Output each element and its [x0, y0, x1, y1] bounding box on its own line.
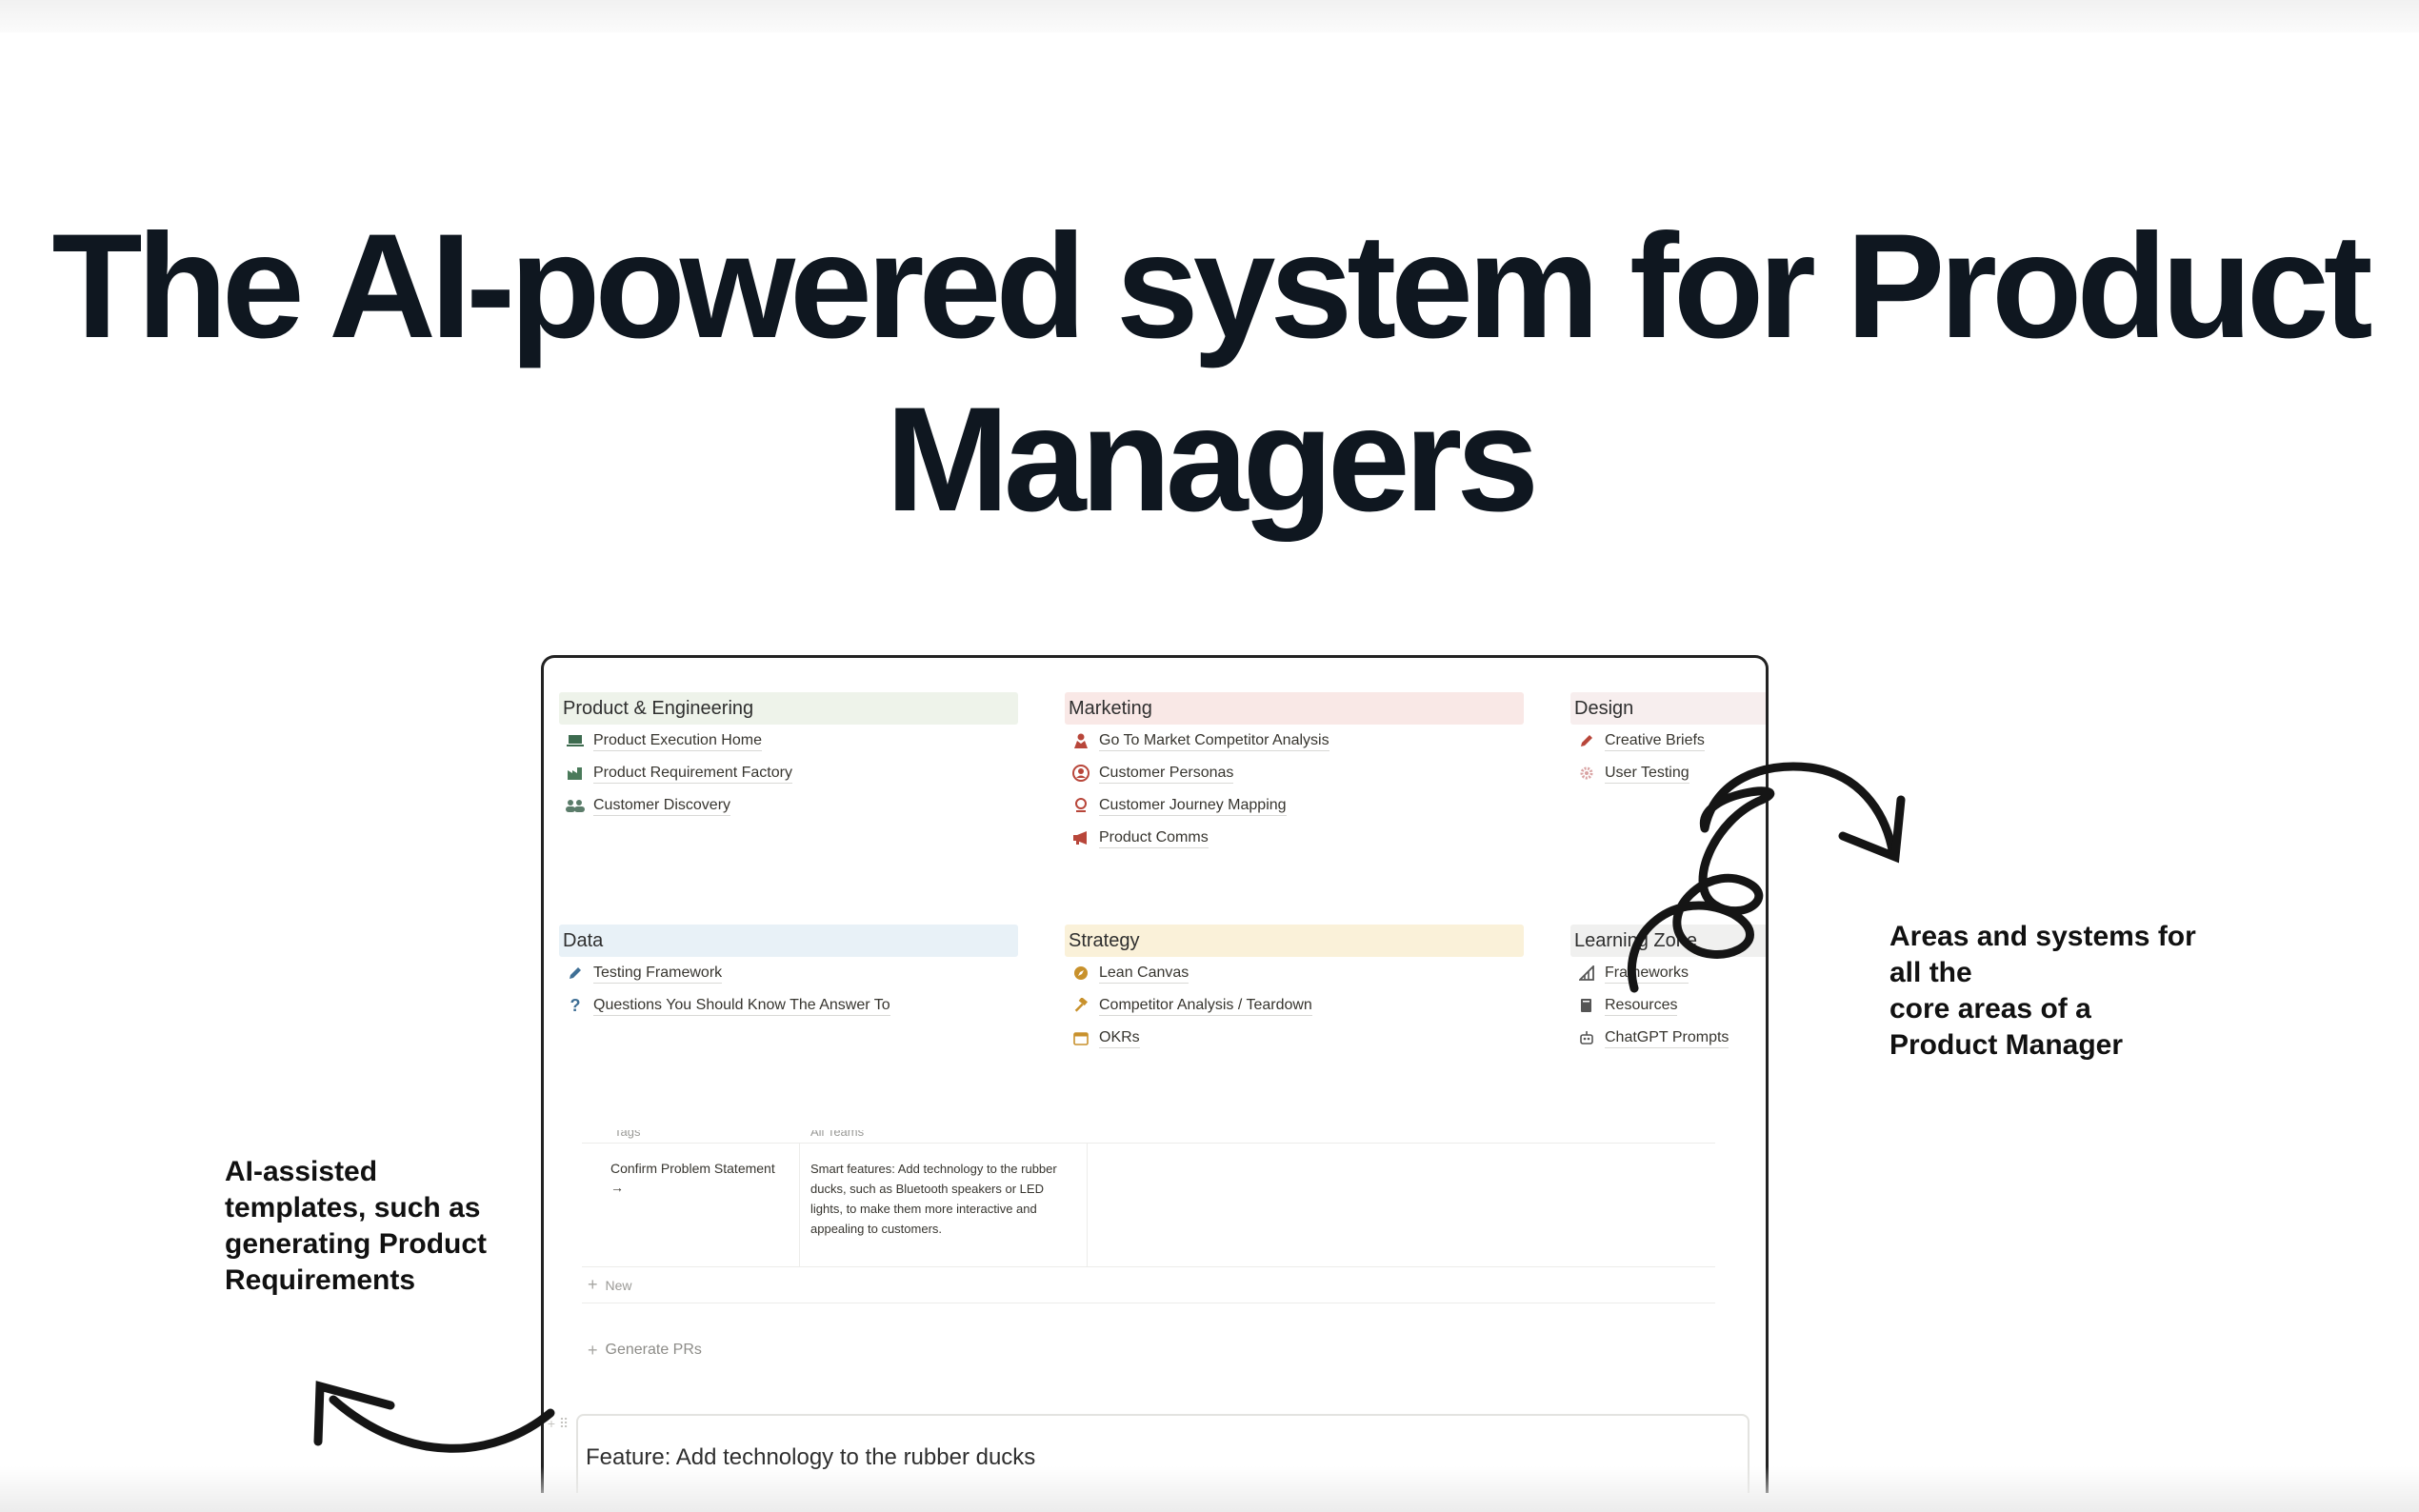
- item-label: ChatGPT Prompts: [1605, 1028, 1729, 1048]
- top-fade: [0, 0, 2419, 32]
- cut-cell: All Teams: [810, 1130, 865, 1139]
- annotation-right: Areas and systems for all the core areas…: [1889, 921, 2196, 1061]
- item-label: Resources: [1605, 996, 1678, 1016]
- section-product-engineering: Product & Engineering Product Execution …: [559, 692, 1018, 822]
- table-row[interactable]: Confirm Problem Statement → Smart featur…: [582, 1144, 1715, 1267]
- curved-arrow-icon: [313, 1381, 555, 1453]
- section-header: Marketing: [1065, 692, 1524, 725]
- user-pin-icon: [1070, 795, 1091, 816]
- item-label: Customer Discovery: [593, 796, 731, 816]
- notion-screenshot-card: Product & Engineering Product Execution …: [541, 655, 1769, 1493]
- list-item-lean-canvas[interactable]: Lean Canvas: [1065, 957, 1524, 989]
- column-divider: [1087, 1144, 1088, 1267]
- robot-icon: [1576, 1027, 1597, 1048]
- section-learning-zone: Learning Zone Frameworks Resources ChatG…: [1570, 925, 1766, 1054]
- item-label: Product Execution Home: [593, 731, 762, 751]
- list-item-frameworks[interactable]: Frameworks: [1570, 957, 1766, 989]
- list-item-resources[interactable]: Resources: [1570, 989, 1766, 1022]
- item-label: Customer Journey Mapping: [1099, 796, 1287, 816]
- section-design: Design Creative Briefs User Testing: [1570, 692, 1766, 789]
- drag-handle-icon[interactable]: + ⠿: [547, 1416, 570, 1431]
- list-item-product-comms[interactable]: Product Comms: [1065, 822, 1524, 854]
- section-header: Strategy: [1065, 925, 1524, 957]
- list-item-chatgpt-prompts[interactable]: ChatGPT Prompts: [1570, 1022, 1766, 1054]
- feature-title: Feature: Add technology to the rubber du…: [586, 1444, 1036, 1470]
- laptop-icon: [565, 730, 586, 751]
- hammer-icon: [1070, 995, 1091, 1016]
- cut-cell: Tags: [614, 1130, 641, 1139]
- row-description: Smart features: Add technology to the ru…: [810, 1162, 1057, 1236]
- item-label: Product Comms: [1099, 828, 1209, 848]
- section-header: Data: [559, 925, 1018, 957]
- factory-icon: [565, 763, 586, 784]
- list-item-product-requirement-factory[interactable]: Product Requirement Factory: [559, 757, 1018, 789]
- section-data: Data Testing Framework ? Questions You S…: [559, 925, 1018, 1022]
- list-item-customer-discovery[interactable]: Customer Discovery: [559, 789, 1018, 822]
- item-label: Competitor Analysis / Teardown: [1099, 996, 1312, 1016]
- hero-title-line1: The AI-powered system for Product: [51, 204, 2372, 369]
- item-label: Creative Briefs: [1605, 731, 1705, 751]
- item-label: Customer Personas: [1099, 764, 1234, 784]
- list-item-competitor-analysis[interactable]: Competitor Analysis / Teardown: [1065, 989, 1524, 1022]
- megaphone-icon: [1070, 827, 1091, 848]
- list-item-go-to-market[interactable]: Go To Market Competitor Analysis: [1065, 725, 1524, 757]
- list-item-user-testing[interactable]: User Testing: [1570, 757, 1766, 789]
- item-label: Testing Framework: [593, 964, 723, 984]
- section-header: Design: [1570, 692, 1766, 725]
- generate-label: Generate PRs: [605, 1342, 702, 1358]
- list-item-customer-journey-mapping[interactable]: Customer Journey Mapping: [1065, 789, 1524, 822]
- section-strategy: Strategy Lean Canvas Competitor Analysis…: [1065, 925, 1524, 1054]
- hero-title: The AI-powered system for Product Manage…: [0, 200, 2419, 547]
- plus-icon: +: [588, 1275, 598, 1294]
- list-item-questions[interactable]: ? Questions You Should Know The Answer T…: [559, 989, 1018, 1022]
- list-item-customer-personas[interactable]: Customer Personas: [1065, 757, 1524, 789]
- item-label: Questions You Should Know The Answer To: [593, 996, 890, 1016]
- chart-icon: [1576, 963, 1597, 984]
- section-marketing: Marketing Go To Market Competitor Analys…: [1065, 692, 1524, 854]
- gear-icon: [1576, 763, 1597, 784]
- list-item-okrs[interactable]: OKRs: [1065, 1022, 1524, 1054]
- compass-icon: [1070, 963, 1091, 984]
- table-row-cut: Tags All Teams: [582, 1130, 1715, 1144]
- row-title-cell[interactable]: Confirm Problem Statement →: [610, 1159, 801, 1197]
- item-label: Frameworks: [1605, 964, 1689, 984]
- open-arrow-icon[interactable]: →: [610, 1180, 624, 1195]
- team-icon: [1070, 730, 1091, 751]
- annotation-left: AI-assisted templates, such as generatin…: [225, 1156, 488, 1296]
- item-label: Go To Market Competitor Analysis: [1099, 731, 1329, 751]
- bottom-fade: [0, 1466, 2419, 1512]
- section-header: Product & Engineering: [559, 692, 1018, 725]
- list-item-product-execution-home[interactable]: Product Execution Home: [559, 725, 1018, 757]
- section-header: Learning Zone: [1570, 925, 1766, 957]
- question-icon: ?: [570, 996, 581, 1015]
- new-row-button[interactable]: + New: [582, 1267, 1715, 1303]
- generate-prs-button[interactable]: + Generate PRs: [588, 1336, 702, 1364]
- column-divider: [799, 1144, 800, 1267]
- prd-table: Tags All Teams Confirm Problem Statement…: [582, 1130, 1715, 1340]
- list-item-creative-briefs[interactable]: Creative Briefs: [1570, 725, 1766, 757]
- item-label: Lean Canvas: [1099, 964, 1190, 984]
- hero-title-line2: Managers: [885, 377, 1539, 543]
- new-label: New: [605, 1277, 632, 1293]
- people-icon: [565, 795, 586, 816]
- pencil-icon: [1576, 730, 1597, 751]
- person-circle-icon: [1070, 763, 1091, 784]
- row-title: Confirm Problem Statement: [610, 1161, 775, 1176]
- list-item-testing-framework[interactable]: Testing Framework: [559, 957, 1018, 989]
- calendar-icon: [1070, 1027, 1091, 1048]
- pen-icon: [565, 963, 586, 984]
- item-label: Product Requirement Factory: [593, 764, 792, 784]
- plus-icon: +: [588, 1340, 598, 1360]
- book-icon: [1576, 995, 1597, 1016]
- item-label: User Testing: [1605, 764, 1689, 784]
- item-label: OKRs: [1099, 1028, 1140, 1048]
